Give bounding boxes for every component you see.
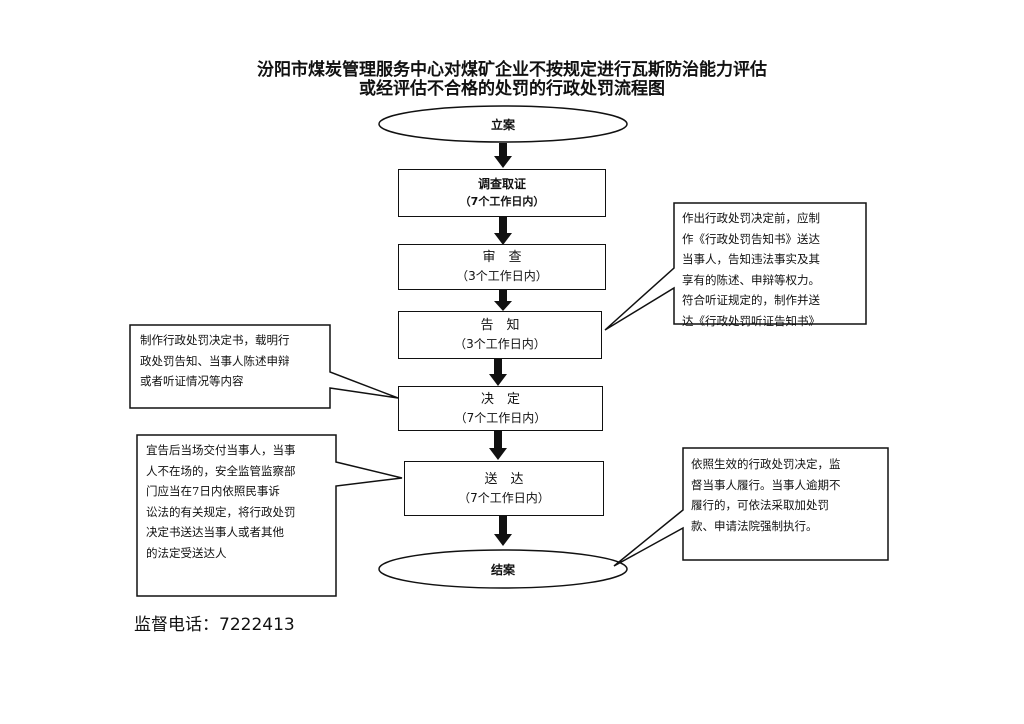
step-decide-duration: （7个工作日内） — [454, 410, 547, 425]
end-ellipse — [378, 549, 628, 589]
note-decision: 制作行政处罚决定书，载明行 政处罚告知、当事人陈述申辩 或者听证情况等内容 — [140, 333, 290, 388]
supervision-phone: 监督电话：7222413 — [134, 615, 295, 635]
callout-decision-outline — [129, 324, 399, 409]
end-label: 结案 — [490, 563, 515, 577]
step-decide: 决 定 （7个工作日内） — [398, 386, 603, 431]
step-review: 审 查 （3个工作日内） — [398, 244, 606, 290]
diagram-title-line1: 汾阳市煤炭管理服务中心对煤矿企业不按规定进行瓦斯防治能力评估 — [257, 60, 767, 80]
note-enforce: 依照生效的行政处罚决定，监 督当事人履行。当事人逾期不 履行的，可依法采取加处罚… — [691, 457, 841, 533]
step-deliver-label: 送 达 — [484, 471, 524, 487]
start-ellipse — [378, 105, 628, 143]
callout-delivery-outline — [136, 434, 403, 597]
step-review-label: 审 查 — [482, 250, 522, 265]
step-deliver-duration: （7个工作日内） — [458, 490, 550, 505]
callout-enforce-outline — [613, 447, 889, 567]
step-deliver: 送 达 （7个工作日内） — [404, 461, 604, 516]
note-delivery: 宜告后当场交付当事人，当事 人不在场的，安全监管监察部 门应当在7日内依照民事诉… — [146, 443, 296, 560]
callout-notify-outline — [604, 202, 867, 331]
step-notify-duration: （3个工作日内） — [454, 337, 546, 351]
step-investigate-label: 调查取证 — [477, 177, 526, 191]
step-decide-label: 决 定 — [480, 391, 520, 407]
step-investigate-duration: （7个工作日内） — [459, 195, 545, 208]
step-review-duration: （3个工作日内） — [456, 269, 548, 283]
diagram-title-line2: 或经评估不合格的处罚的行政处罚流程图 — [359, 79, 665, 99]
step-investigate: 调查取证 （7个工作日内） — [398, 169, 606, 217]
step-notify: 告 知 （3个工作日内） — [398, 311, 602, 359]
start-label: 立案 — [490, 118, 515, 132]
note-notify: 作出行政处罚决定前，应制 作《行政处罚告知书》送达 当事人，告知违法事实及其 享… — [682, 211, 820, 328]
flow-arrows — [489, 143, 512, 546]
step-notify-label: 告 知 — [480, 318, 520, 333]
